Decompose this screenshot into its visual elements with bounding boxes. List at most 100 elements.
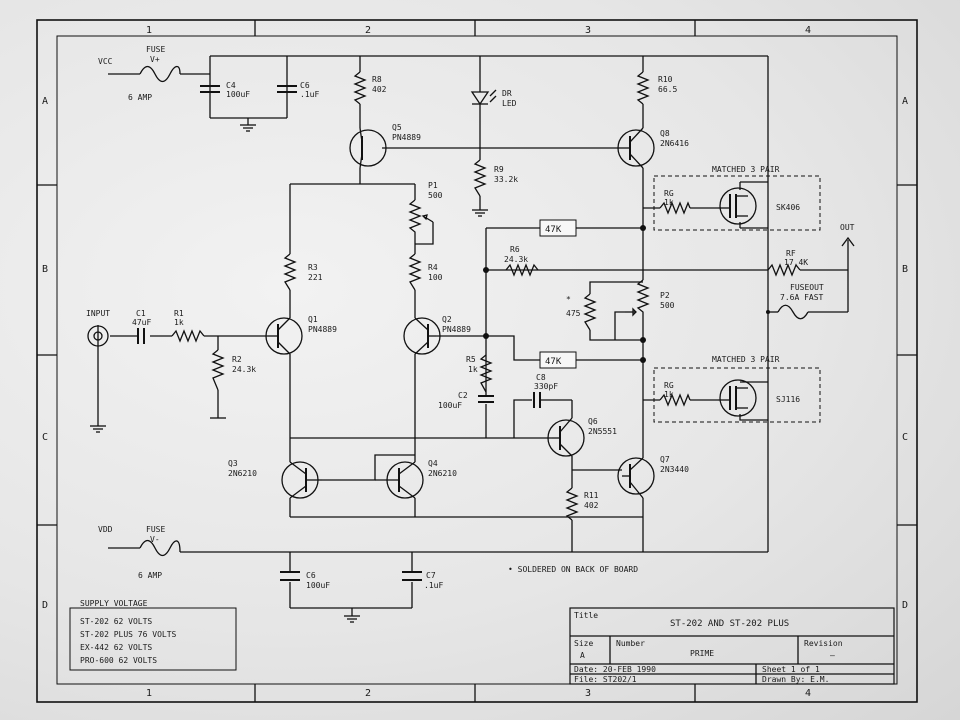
row-label-b: B bbox=[42, 264, 48, 275]
input-jack: INPUT bbox=[86, 309, 110, 347]
svg-text:1k: 1k bbox=[468, 365, 478, 374]
svg-text:24.3k: 24.3k bbox=[504, 255, 528, 264]
svg-text:C6: C6 bbox=[306, 571, 316, 580]
transistor-q6: Q6 2N5551 bbox=[547, 417, 617, 457]
svg-text:402: 402 bbox=[372, 85, 387, 94]
resistor-47k-top: 47K bbox=[539, 219, 577, 237]
out-label: OUT bbox=[840, 223, 855, 232]
svg-text:Q5: Q5 bbox=[392, 123, 402, 132]
svg-text:MATCHED 3 PAIR: MATCHED 3 PAIR bbox=[712, 165, 780, 174]
number-label: Number bbox=[616, 639, 645, 648]
ground-input bbox=[90, 425, 106, 433]
resistor-r11: R11 402 bbox=[565, 487, 599, 521]
capacitor-c6-top: C6 .1uF bbox=[277, 81, 319, 99]
capacitor-c7: C7 .1uF bbox=[402, 571, 443, 590]
supply-row: PRO-600 62 VOLTS bbox=[80, 656, 157, 665]
resistor-rf: RF 17.4K bbox=[767, 249, 808, 277]
svg-text:C4: C4 bbox=[226, 81, 236, 90]
drawn-by-field: Drawn By: E.M. bbox=[762, 675, 829, 684]
resistor-rg-bottom: RG 1k bbox=[659, 381, 691, 407]
svg-text:Q7: Q7 bbox=[660, 455, 670, 464]
svg-text:RF: RF bbox=[786, 249, 796, 258]
svg-text:MATCHED 3 PAIR: MATCHED 3 PAIR bbox=[712, 355, 780, 364]
svg-text:R5: R5 bbox=[466, 355, 476, 364]
resistor-r3: R3 221 bbox=[283, 253, 323, 291]
svg-text:6 AMP: 6 AMP bbox=[138, 571, 162, 580]
capacitor-c2: C2 100uF bbox=[438, 391, 494, 410]
svg-text:Q6: Q6 bbox=[588, 417, 598, 426]
svg-text:FUSE: FUSE bbox=[146, 525, 165, 534]
svg-text:.1uF: .1uF bbox=[300, 90, 319, 99]
svg-text:47uF: 47uF bbox=[132, 318, 151, 327]
svg-text:R3: R3 bbox=[308, 263, 318, 272]
svg-text:PN4889: PN4889 bbox=[442, 325, 471, 334]
resistor-475: * 475 bbox=[566, 293, 597, 331]
transistor-q4: Q4 2N6210 bbox=[375, 459, 457, 499]
matched-pair-box-top: MATCHED 3 PAIR bbox=[653, 165, 821, 231]
capacitor-c4: C4 100uF bbox=[200, 81, 250, 99]
svg-text:R6: R6 bbox=[510, 245, 520, 254]
row-label-c: C bbox=[42, 432, 48, 443]
svg-text:.1uF: .1uF bbox=[424, 581, 443, 590]
ground-top bbox=[240, 124, 256, 132]
svg-text:LED: LED bbox=[502, 99, 517, 108]
title-block: Title ST-202 AND ST-202 PLUS Size A Numb… bbox=[569, 607, 895, 685]
svg-text:2N3440: 2N3440 bbox=[660, 465, 689, 474]
svg-text:Q4: Q4 bbox=[428, 459, 438, 468]
svg-text:1k: 1k bbox=[664, 390, 674, 399]
fuse-bottom: FUSE V- 6 AMP VDD bbox=[98, 525, 181, 580]
fuse-output: FUSEOUT 7.6A FAST bbox=[777, 283, 824, 320]
col-label-2: 2 bbox=[365, 25, 371, 36]
transistor-q8: Q8 2N6416 bbox=[617, 127, 689, 169]
sheet-field: Sheet 1 of 1 bbox=[762, 665, 820, 674]
svg-text:33.2k: 33.2k bbox=[494, 175, 518, 184]
svg-text:24.3k: 24.3k bbox=[232, 365, 256, 374]
svg-text:V+: V+ bbox=[150, 55, 160, 64]
svg-text:C8: C8 bbox=[536, 373, 546, 382]
led-dr: DR LED bbox=[470, 89, 517, 112]
supply-row: ST-202 62 VOLTS bbox=[80, 617, 152, 626]
mosfet-sk406: SK406 bbox=[718, 187, 800, 225]
resistor-r4: R4 100 bbox=[408, 253, 443, 291]
svg-text:1k: 1k bbox=[664, 198, 674, 207]
svg-text:R4: R4 bbox=[428, 263, 438, 272]
col-label-3: 3 bbox=[585, 25, 591, 36]
svg-text:C7: C7 bbox=[426, 571, 436, 580]
capacitor-c8: C8 330pF bbox=[533, 373, 558, 408]
fuse-top: FUSE V+ 6 AMP VCC bbox=[98, 45, 181, 102]
svg-text:DR: DR bbox=[502, 89, 512, 98]
svg-text:500: 500 bbox=[660, 301, 675, 310]
svg-text:R11: R11 bbox=[584, 491, 599, 500]
svg-text:PN4889: PN4889 bbox=[392, 133, 421, 142]
svg-text:FUSEOUT: FUSEOUT bbox=[790, 283, 824, 292]
resistor-r2: R2 24.3k bbox=[211, 349, 256, 391]
svg-text:Q2: Q2 bbox=[442, 315, 452, 324]
svg-text:SK406: SK406 bbox=[776, 203, 800, 212]
svg-text:6 AMP: 6 AMP bbox=[128, 93, 152, 102]
resistor-r1: R1 1k bbox=[171, 309, 205, 343]
output-terminal: OUT bbox=[840, 223, 855, 247]
size-label: Size bbox=[574, 639, 593, 648]
col-label-4: 4 bbox=[805, 25, 811, 36]
row-label-a-right: A bbox=[902, 96, 908, 107]
resistor-r8: R8 402 bbox=[353, 71, 387, 105]
svg-text:R9: R9 bbox=[494, 165, 504, 174]
svg-text:P2: P2 bbox=[660, 291, 670, 300]
transistor-q5: Q5 PN4889 bbox=[349, 123, 421, 169]
supply-row: ST-202 PLUS 76 VOLTS bbox=[80, 630, 177, 639]
row-label-d: D bbox=[42, 600, 48, 611]
svg-text:402: 402 bbox=[584, 501, 599, 510]
file-field: File: ST202/1 bbox=[574, 675, 637, 684]
vcc-label: VCC bbox=[98, 57, 113, 66]
resistor-47k-bottom: 47K bbox=[539, 351, 577, 369]
revision-value: — bbox=[830, 651, 835, 660]
col-label-1: 1 bbox=[146, 25, 152, 36]
svg-text:C2: C2 bbox=[458, 391, 468, 400]
date-field: Date: 20-FEB 1990 bbox=[574, 665, 656, 674]
wiring bbox=[97, 55, 849, 616]
svg-text:1k: 1k bbox=[174, 318, 184, 327]
number-value: PRIME bbox=[690, 649, 714, 658]
potentiometer-p2: P2 500 bbox=[625, 279, 675, 340]
